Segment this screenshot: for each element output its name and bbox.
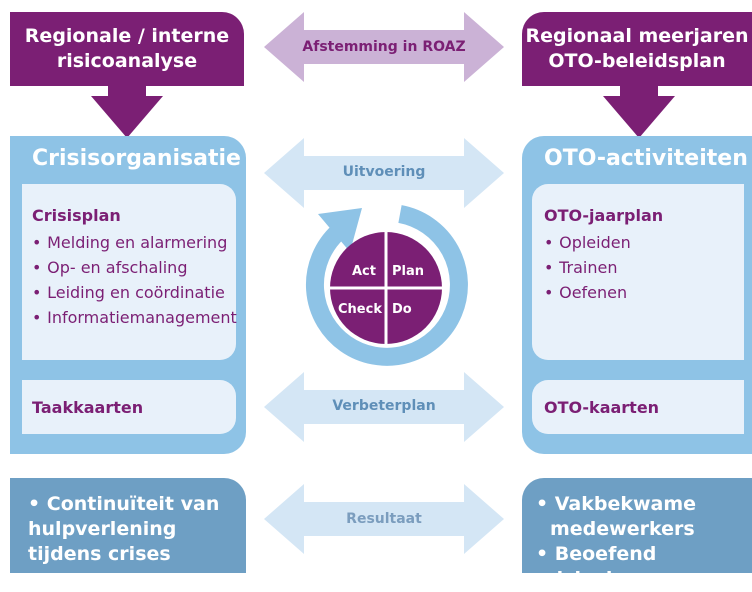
policy-plan-line1: Regionaal meerjaren (525, 25, 749, 47)
cycle-arrow-icon (306, 205, 468, 366)
result-left-line: • Continuïteit van (28, 493, 220, 515)
oto-yearplan-section (532, 184, 744, 360)
oto-yearplan-title: OTO-jaarplan (544, 206, 664, 225)
list-item: • Oefenen (544, 283, 628, 302)
pdca-act-label: Act (352, 264, 376, 279)
oto-activities-title: OTO-activiteiten (544, 146, 748, 171)
crisis-plan-list: • Melding en alarmering • Op- en afschal… (32, 230, 237, 330)
list-item: • Trainen (544, 258, 618, 277)
pdca-do-label: Do (392, 302, 412, 317)
crisis-organisation-title: Crisisorganisatie (32, 146, 241, 171)
resultaat-double-arrow-icon (264, 484, 504, 554)
oto-kaarten-section (532, 380, 744, 434)
result-left-line: tijdens crises (28, 543, 171, 565)
result-right-line: medewerkers (550, 518, 695, 540)
uitvoering-arrow-label: Uitvoering (342, 164, 426, 180)
list-item: • Leiding en coördinatie (32, 283, 225, 302)
right-down-arrow-icon (603, 96, 675, 138)
risk-analysis-line1: Regionale / interne (24, 25, 230, 47)
pdca-plan-label: Plan (392, 264, 425, 279)
cycle-arrowhead-icon (318, 208, 362, 252)
result-right-line: • Beoefend crisisplan (536, 543, 657, 590)
list-item: • Melding en alarmering (32, 233, 228, 252)
crisis-plan-title: Crisisplan (32, 206, 121, 225)
result-right-box: • Vakbekwame medewerkers • Beoefend cris… (522, 478, 752, 590)
pdca-cycle (306, 205, 468, 366)
list-item: • Opleiden (544, 233, 631, 252)
oto-kaarten-label: OTO-kaarten (544, 398, 660, 417)
taakkaarten-section (22, 380, 236, 434)
crisis-plan-section (22, 184, 236, 360)
policy-plan-box: Regionaal meerjaren OTO-beleidsplan (522, 12, 752, 86)
list-item: • Op- en afschaling (32, 258, 188, 277)
verbeterplan-double-arrow-icon (264, 372, 504, 442)
roaz-double-arrow-icon (264, 12, 504, 82)
policy-plan-line2: OTO-beleidsplan (548, 50, 726, 72)
list-item: • Informatiemanagement (32, 308, 237, 327)
right-down-arrow-stem (620, 86, 658, 98)
taakkaarten-label: Taakkaarten (32, 398, 144, 417)
result-left-box: • Continuïteit van hulpverlening tijdens… (10, 478, 246, 573)
uitvoering-double-arrow-icon (264, 138, 504, 208)
result-right-line: • Vakbekwame (536, 493, 697, 515)
risk-analysis-line2: risicoanalyse (56, 50, 198, 72)
verbeterplan-arrow-label: Verbeterplan (332, 398, 436, 414)
result-left-line: hulpverlening (28, 518, 177, 540)
pdca-check-label: Check (338, 302, 382, 317)
resultaat-arrow-label: Resultaat (346, 511, 422, 527)
risk-analysis-box: Regionale / interne risicoanalyse (10, 12, 244, 86)
oto-yearplan-list: • Opleiden • Trainen • Oefenen (544, 230, 631, 305)
roaz-arrow-label: Afstemming in ROAZ (302, 39, 466, 55)
left-down-arrow-icon (91, 96, 163, 138)
left-down-arrow-stem (108, 86, 146, 98)
